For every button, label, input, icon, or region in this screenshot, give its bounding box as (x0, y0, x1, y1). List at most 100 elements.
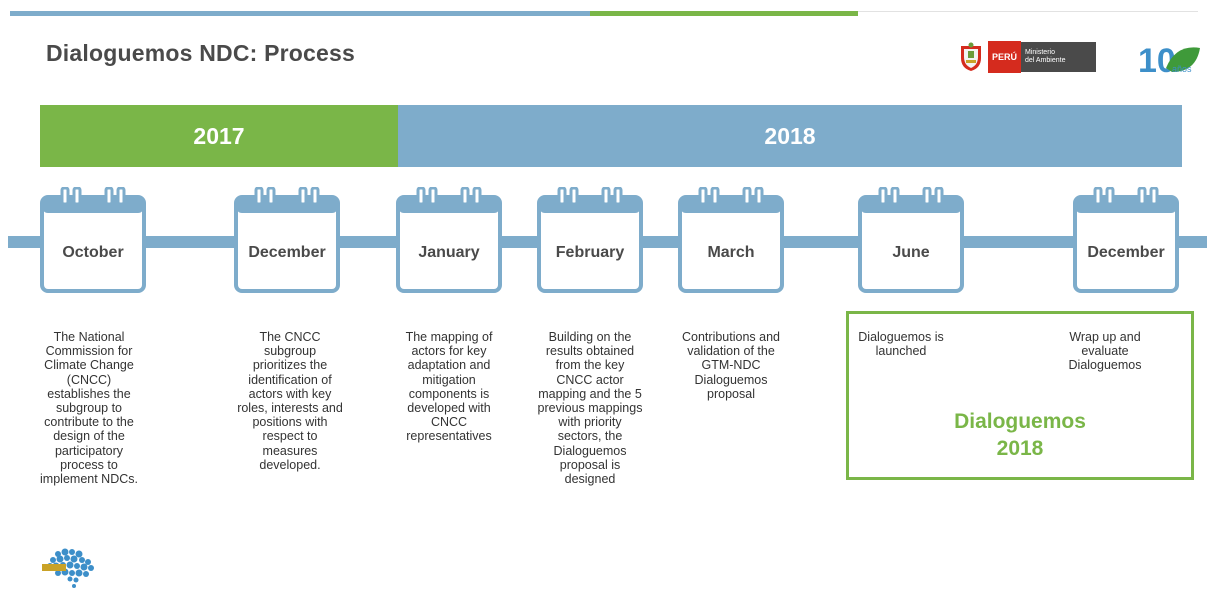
calendar-month-label: December (1087, 244, 1165, 261)
calendar-june-5: June (858, 187, 964, 293)
calendar-icon (40, 187, 146, 293)
ministry-line-1: Ministerio (1025, 49, 1055, 56)
description-line: proposal is (559, 457, 621, 472)
description-line: validation of the (687, 344, 775, 359)
description-line: design of the (53, 429, 125, 444)
calendar-march-4: March (678, 187, 784, 293)
description-line: subgroup to (55, 401, 123, 416)
description-line: results obtained (545, 344, 635, 359)
ministry-line-2: del Ambiente (1025, 57, 1066, 64)
top-accent-line (858, 11, 1198, 12)
calendar-icon (1073, 187, 1179, 293)
description-line: respect to (262, 429, 318, 444)
top-accent-bar-blue (10, 11, 590, 16)
description-line: The mapping of (405, 330, 493, 344)
description-line: Dialoguemos (694, 372, 768, 387)
description-line: from the key (555, 358, 625, 373)
description-line: components is (408, 386, 490, 401)
description-line: roles, interests and (237, 401, 343, 416)
brain-logo-icon (42, 548, 94, 588)
description-line: launched (875, 344, 927, 359)
year-bar-2018: 2018 (398, 105, 1182, 167)
description-line: designed (564, 472, 616, 487)
dialoguemos-title-line2: 2018 (996, 437, 1044, 460)
calendar-january-2: January (396, 187, 502, 293)
dialoguemos-title-line1: Dialoguemos (954, 410, 1086, 433)
calendar-icon (234, 187, 340, 293)
calendar-december-1: December (234, 187, 340, 293)
description-line: Commission for (45, 344, 133, 359)
description-line: subgroup (263, 344, 317, 359)
description-line: identification of (248, 372, 332, 387)
description-line: Climate Change (44, 358, 134, 373)
year-label-2017: 2017 (193, 122, 245, 149)
peru-shield-icon (961, 42, 981, 71)
description-line: previous mappings (537, 401, 643, 416)
description-line: process to (60, 457, 118, 472)
description-line: Contributions and (682, 330, 780, 344)
description-line: implement NDCs. (40, 472, 138, 487)
description-line: developed with (407, 401, 491, 416)
description-line: CNCC actor (556, 372, 624, 387)
description-line: Building on the (548, 330, 632, 344)
description-line: Dialoguemos (553, 443, 627, 458)
description-line: mapping and the 5 (538, 386, 642, 401)
calendar-month-label: February (555, 244, 625, 261)
description-line: sectors, the (557, 429, 623, 444)
description-line: The National (53, 330, 125, 344)
top-accent-bar-green (590, 11, 858, 16)
anniversary-logo-icon: 10 años (1138, 42, 1200, 78)
year-label-2018: 2018 (764, 122, 816, 149)
calendar-icon (537, 187, 643, 293)
calendar-month-label: March (707, 244, 755, 261)
description-line: prioritizes the (252, 358, 328, 373)
dialoguemos-2018-box (846, 311, 1194, 480)
description-line: Dialoguemos (1068, 358, 1142, 373)
description-line: measures (262, 443, 318, 458)
calendar-december-6: December (1073, 187, 1179, 293)
dialoguemos-2018-title: Dialoguemos 2018 (846, 408, 1194, 462)
anniversary-word: años (1172, 64, 1192, 74)
description-line: The CNCC (259, 330, 321, 344)
description-line: representatives (406, 429, 492, 444)
calendar-month-label: January (418, 244, 480, 261)
description-line: developed. (259, 457, 321, 472)
calendar-october-0: October (40, 187, 146, 293)
calendar-icon (678, 187, 784, 293)
description-line: actors with key (248, 386, 332, 401)
calendar-month-label: October (62, 244, 124, 261)
description-line: contribute to the (44, 415, 134, 430)
description-line: adaptation and (407, 358, 491, 373)
description-line: participatory (54, 443, 124, 458)
description-line: GTM-NDC (701, 358, 761, 373)
anniversary-number: 10 (1138, 42, 1176, 78)
description-line: Wrap up and (1069, 330, 1141, 344)
page-title: Dialoguemos NDC: Process (46, 40, 355, 66)
description-line: with priority (558, 415, 622, 430)
description-line: mitigation (422, 372, 476, 387)
calendar-february-3: February (537, 187, 643, 293)
description-line: actors for key (411, 344, 487, 359)
description-line: Dialoguemos is (858, 330, 944, 344)
ministry-label: Ministerio del Ambiente (1021, 42, 1096, 72)
calendar-icon (858, 187, 964, 293)
ministry-logo: PERÚ Ministerio del Ambiente (958, 40, 1108, 74)
calendar-icon (396, 187, 502, 293)
description-line: (CNCC) (66, 372, 112, 387)
description-line: proposal (707, 386, 755, 401)
peru-label: PERÚ (988, 41, 1022, 73)
description-line: CNCC (430, 415, 468, 430)
year-bar-2017: 2017 (40, 105, 398, 167)
description-line: establishes the (47, 386, 131, 401)
description-line: positions with (252, 415, 328, 430)
calendar-month-label: December (248, 244, 326, 261)
calendar-month-label: June (892, 244, 930, 261)
description-line: evaluate (1081, 344, 1129, 359)
